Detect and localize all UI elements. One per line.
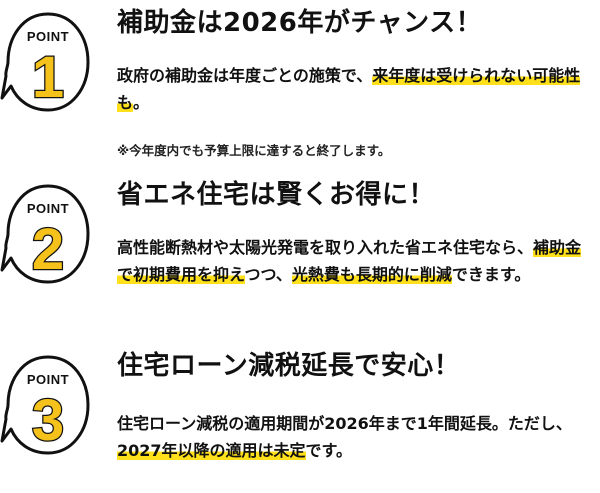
point-badge-1: POINT 1 <box>0 0 96 124</box>
badge-number: 1 <box>31 45 66 110</box>
point-heading: 補助金は2026年がチャンス！ <box>117 8 483 38</box>
speech-bubble-icon <box>0 355 90 455</box>
body-text: できます。 <box>451 265 531 284</box>
body-text: つつ、 <box>244 265 292 284</box>
body-text: 高性能断熱材や太陽光発電を取り入れた省エネ住宅なら、 <box>117 238 534 257</box>
point-heading: 省エネ住宅は賢くお得に！ <box>117 180 436 210</box>
badge-label: POINT <box>26 201 70 216</box>
badge-label: POINT <box>26 372 70 387</box>
badge-number: 3 <box>31 388 66 453</box>
speech-bubble-icon <box>0 184 90 284</box>
speech-bubble-icon <box>0 12 90 112</box>
body-text: です。 <box>305 441 352 460</box>
point-body: 住宅ローン減税の適用期間が2026年まで1年間延長。ただし、 2027年以降の適用… <box>117 410 597 464</box>
body-text: 住宅ローン減税の適用期間が2026年まで1年間延長。ただし、 <box>117 414 572 433</box>
badge-number: 2 <box>31 217 66 282</box>
body-text: 。 <box>133 93 150 112</box>
point-heading: 住宅ローン減税延長で安心！ <box>117 351 461 381</box>
highlight-text: 2027年以降の適用は未定 <box>117 441 306 460</box>
body-text: 政府の補助金は年度ごとの施策で、 <box>117 66 373 85</box>
highlight-text: 光熱費も長期的に削減 <box>291 265 452 284</box>
point-body: 高性能断熱材や太陽光発電を取り入れた省エネ住宅なら、補助金で初期費用を抑えつつ、… <box>117 234 597 288</box>
point-badge-2: POINT 2 <box>0 172 96 296</box>
footnote: ※今年度内でも予算上限に達すると終了します。 <box>117 143 391 158</box>
point-body: 政府の補助金は年度ごとの施策で、来年度は受けられない可能性も。 <box>117 62 597 116</box>
badge-label: POINT <box>26 29 70 44</box>
point-badge-3: POINT 3 <box>0 343 96 467</box>
